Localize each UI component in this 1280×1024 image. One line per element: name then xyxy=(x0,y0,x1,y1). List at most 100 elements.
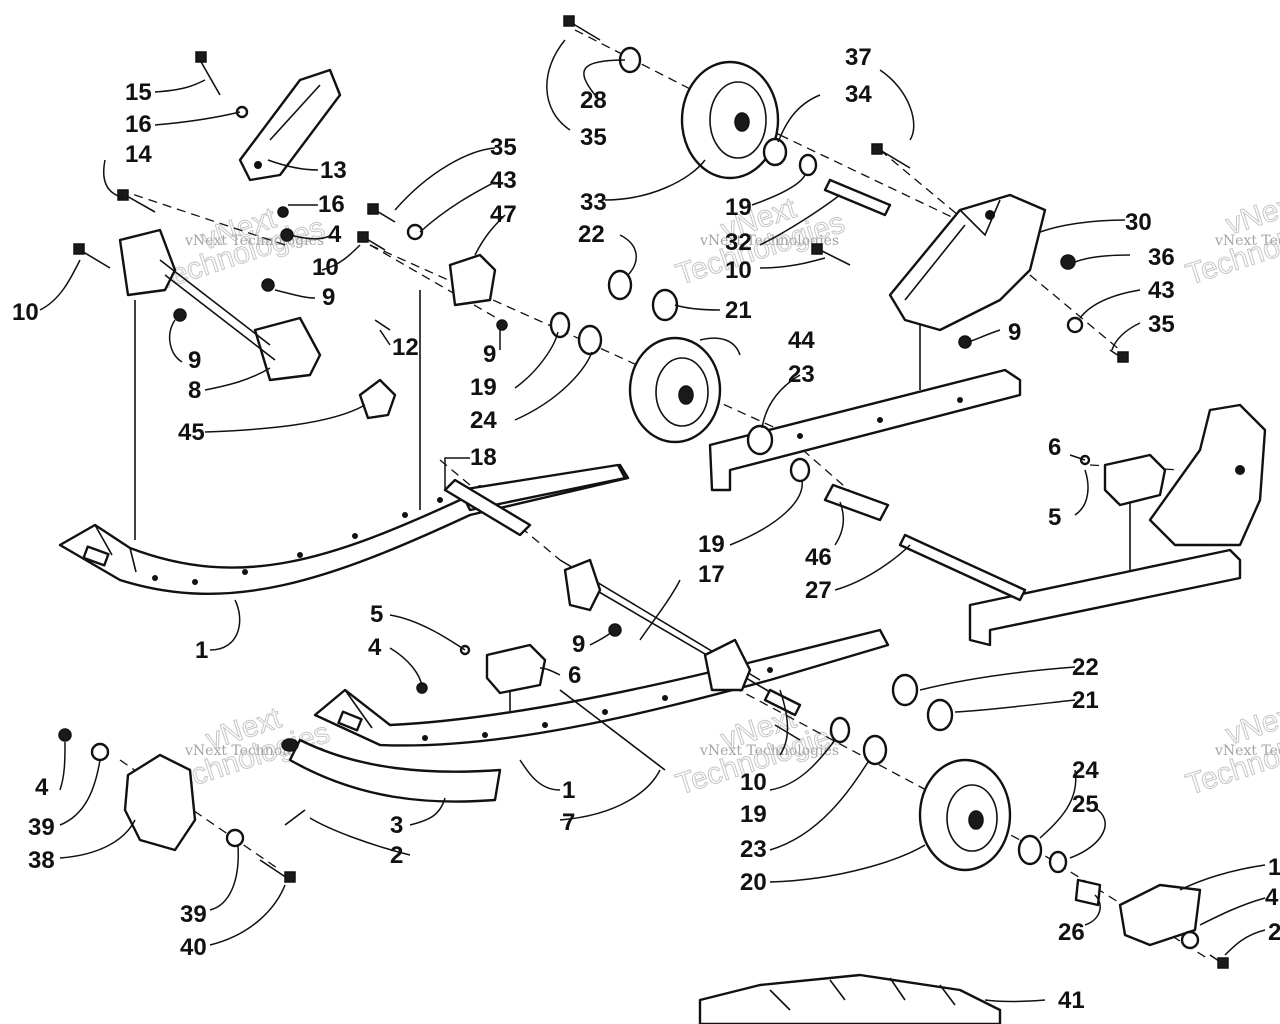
callout-30: 30 xyxy=(1125,209,1152,236)
watermark-small: vNext Technologies xyxy=(699,743,839,759)
pin-18 xyxy=(443,478,532,537)
callout-27: 27 xyxy=(805,577,832,604)
callout-1-edge: 1 xyxy=(1268,854,1280,881)
callout-19-d: 19 xyxy=(740,801,767,828)
washer-25 xyxy=(1048,850,1068,874)
leader-lines xyxy=(39,39,1266,1003)
callout-5-b: 5 xyxy=(1048,504,1061,531)
callout-9-a: 9 xyxy=(322,284,335,311)
bracket-47 xyxy=(448,253,497,307)
idler-wheel-33 xyxy=(680,60,780,180)
circlip-22b xyxy=(891,673,919,707)
front-arm-mount xyxy=(1148,403,1267,547)
washer-19b xyxy=(789,457,811,483)
callout-35-c: 35 xyxy=(1148,311,1175,338)
slide-rail-right-channel xyxy=(968,548,1242,647)
spacer-23 xyxy=(746,424,774,456)
callout-22-a: 22 xyxy=(578,221,605,248)
callout-9-b: 9 xyxy=(188,347,201,374)
callout-39-a: 39 xyxy=(28,814,55,841)
spacer-24 xyxy=(577,324,603,356)
spacer-23b xyxy=(862,734,888,766)
spacer-34 xyxy=(762,137,788,167)
bushing-front xyxy=(763,688,802,717)
callout-20: 20 xyxy=(740,869,767,896)
callout-35-b: 35 xyxy=(490,134,517,161)
callout-9-d: 9 xyxy=(1008,319,1021,346)
callout-22-b: 22 xyxy=(1072,654,1099,681)
callout-4-d: 4 xyxy=(1265,884,1279,911)
callout-13: 13 xyxy=(320,157,347,184)
callout-19-a: 19 xyxy=(725,194,752,221)
callout-16-a: 16 xyxy=(125,111,152,138)
callout-1-rail-right: 1 xyxy=(562,777,575,804)
rear-shaft-bracket-right xyxy=(253,316,322,382)
callout-41: 41 xyxy=(1058,987,1085,1014)
bearing-21b xyxy=(926,698,954,732)
callout-46: 46 xyxy=(805,544,832,571)
callout-37: 37 xyxy=(845,44,872,71)
spacer xyxy=(358,378,397,420)
callout-14: 14 xyxy=(125,141,152,168)
callout-4-a: 4 xyxy=(368,634,382,661)
callout-6-b: 6 xyxy=(568,662,581,689)
stop-block-6a xyxy=(1103,453,1167,507)
bracket-edge xyxy=(1118,883,1202,947)
callout-23-b: 23 xyxy=(740,836,767,863)
callout-1-rail-left: 1 xyxy=(195,637,208,664)
callout-18: 18 xyxy=(470,444,497,471)
callout-34: 34 xyxy=(845,81,872,108)
callout-3: 3 xyxy=(390,812,403,839)
slide-rail-rear-channel xyxy=(708,368,1022,492)
callout-45: 45 xyxy=(178,419,205,446)
callout-12: 12 xyxy=(392,334,419,361)
bearing-21 xyxy=(651,288,679,322)
callout-35-a: 35 xyxy=(580,124,607,151)
callout-44: 44 xyxy=(788,327,815,354)
callout-19-b: 19 xyxy=(470,374,497,401)
callout-8: 8 xyxy=(188,377,201,404)
callout-5-a: 5 xyxy=(370,601,383,628)
callout-21-a: 21 xyxy=(725,297,752,324)
callout-9-c: 9 xyxy=(483,341,496,368)
callout-39-b: 39 xyxy=(180,901,207,928)
track-41 xyxy=(698,973,1002,1024)
callout-43-b: 43 xyxy=(1148,277,1175,304)
front-shaft-bracket-left xyxy=(563,558,602,612)
rear-shaft-bracket-left xyxy=(118,228,177,297)
callout-9-e: 9 xyxy=(572,631,585,658)
washer-19 xyxy=(549,311,571,339)
callout-23-a: 23 xyxy=(788,361,815,388)
watermark-small: vNext Technologies xyxy=(1214,233,1280,249)
callout-2-edge: 2 xyxy=(1268,919,1280,946)
wear-strip xyxy=(288,738,502,803)
circlip-22 xyxy=(607,269,633,301)
callout-4-b: 4 xyxy=(35,774,49,801)
callout-10-d: 10 xyxy=(740,769,767,796)
pin-32 xyxy=(823,178,892,217)
callout-32: 32 xyxy=(725,229,752,256)
callout-16-b: 16 xyxy=(318,191,345,218)
callout-4-c: 4 xyxy=(328,221,342,248)
callout-24-b: 24 xyxy=(1072,757,1099,784)
bolts xyxy=(73,15,1229,969)
callout-17: 17 xyxy=(698,561,725,588)
spacer-26 xyxy=(1074,878,1102,907)
callout-47: 47 xyxy=(490,201,517,228)
callout-10-a: 10 xyxy=(12,299,39,326)
callout-24-a: 24 xyxy=(470,407,497,434)
callout-2: 2 xyxy=(390,842,403,869)
callout-43-a: 43 xyxy=(490,167,517,194)
front-shaft-bracket-right xyxy=(703,638,752,692)
idler-wheel-44 xyxy=(628,336,722,444)
shaft-27 xyxy=(898,533,1027,602)
washer-19d xyxy=(829,716,851,744)
callout-26: 26 xyxy=(1058,919,1085,946)
bumper-38 xyxy=(123,753,197,852)
callout-36: 36 xyxy=(1148,244,1175,271)
callout-33: 33 xyxy=(580,189,607,216)
callout-38: 38 xyxy=(28,847,55,874)
callout-7: 7 xyxy=(562,809,575,836)
callout-15: 15 xyxy=(125,79,152,106)
